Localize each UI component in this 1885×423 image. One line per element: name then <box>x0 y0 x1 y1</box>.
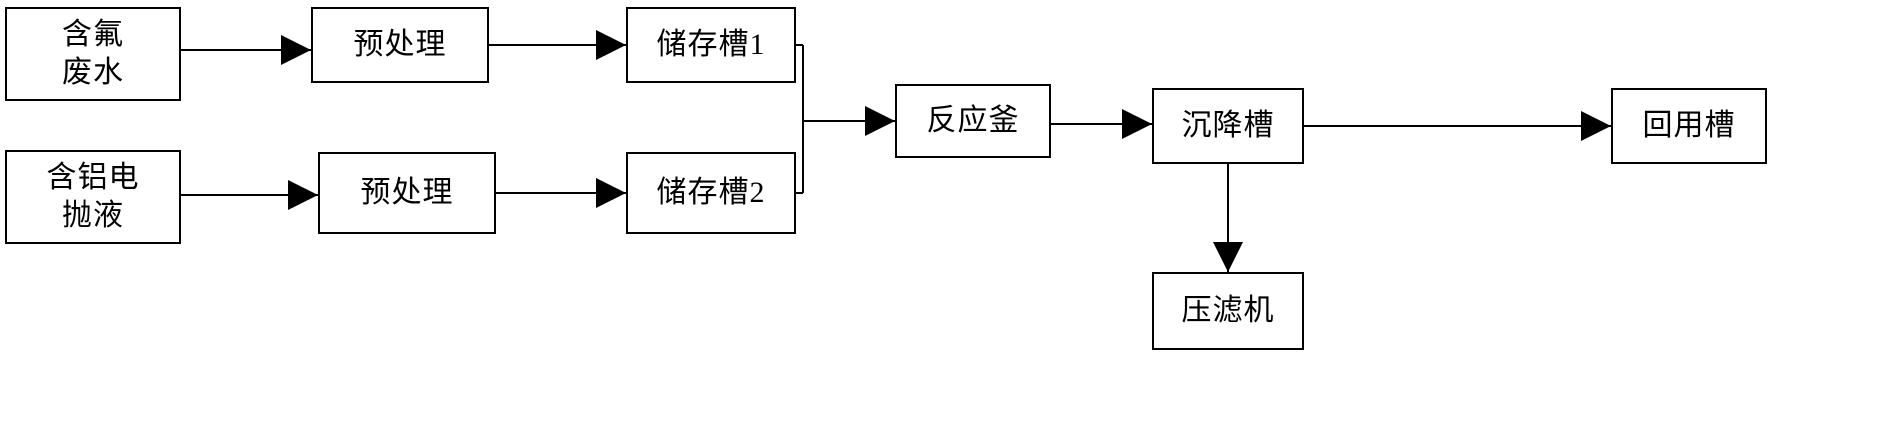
node-pretreatment-1[interactable]: 预处理 <box>311 7 489 83</box>
node-settling-tank[interactable]: 沉降槽 <box>1152 88 1304 164</box>
arrowhead-pretreatment-1-icon <box>281 35 311 65</box>
node-recycling-tank[interactable]: 回用槽 <box>1611 88 1767 164</box>
arrowhead-settling-tank-icon <box>1122 109 1152 139</box>
arrowhead-recycling-tank-icon <box>1581 111 1611 141</box>
arrowhead-pretreatment-2-icon <box>288 180 318 210</box>
arrowhead-storage-tank-2-icon <box>596 178 626 208</box>
node-pretreatment-2[interactable]: 预处理 <box>318 152 496 234</box>
node-fluoride-wastewater[interactable]: 含氟 废水 <box>5 7 181 101</box>
node-filter-press[interactable]: 压滤机 <box>1152 272 1304 350</box>
node-storage-tank-2[interactable]: 储存槽2 <box>626 152 796 234</box>
node-aluminum-polishing[interactable]: 含铝电 抛液 <box>5 150 181 244</box>
arrowhead-filter-press-icon <box>1213 242 1243 272</box>
arrowhead-reactor-icon <box>865 106 895 136</box>
node-reactor[interactable]: 反应釜 <box>895 84 1051 158</box>
node-storage-tank-1[interactable]: 储存槽1 <box>626 7 796 83</box>
arrowhead-storage-tank-1-icon <box>596 30 626 60</box>
